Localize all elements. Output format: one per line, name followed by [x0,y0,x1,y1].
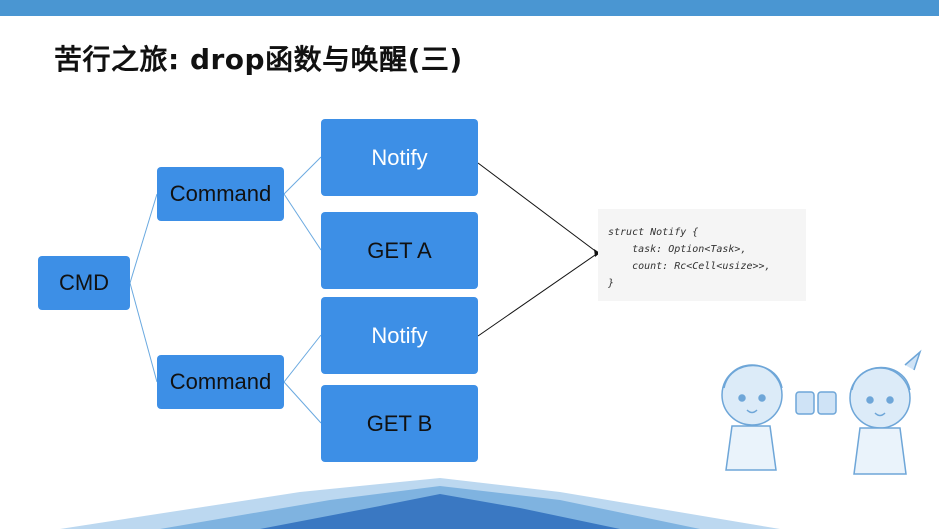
mascot-illustration [700,340,939,500]
